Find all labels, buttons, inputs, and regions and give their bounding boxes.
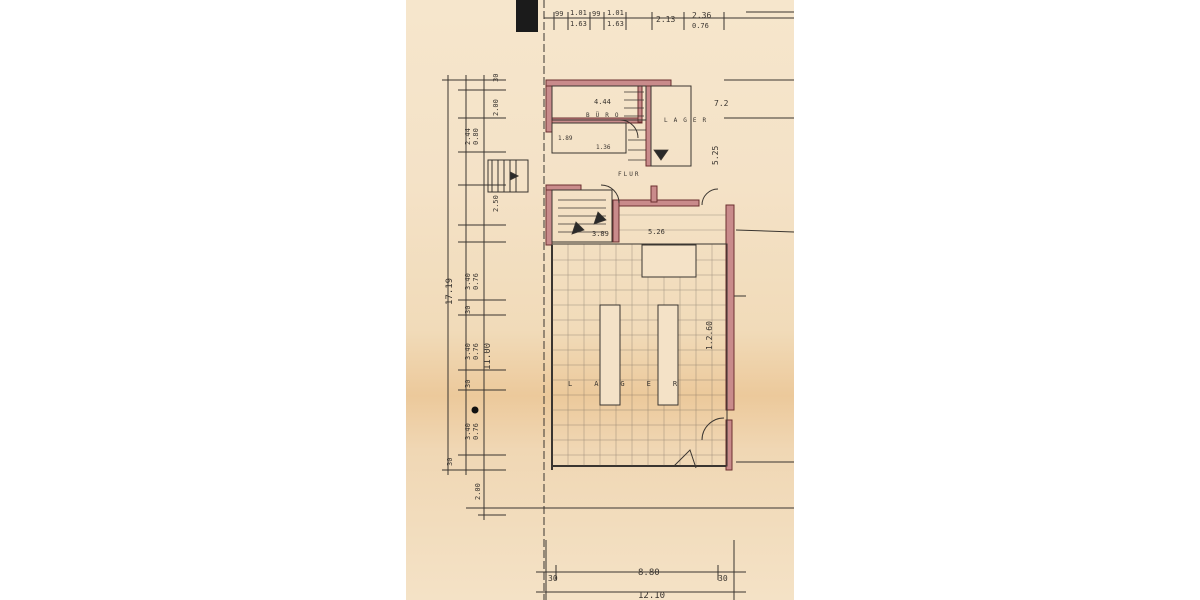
- dim-left-13: 0.76: [472, 423, 480, 440]
- dim-left-1: 30: [492, 74, 500, 82]
- dim-left-7: 0.76: [472, 273, 480, 290]
- floor-plan-drawing: 99 1.01 1.63 99 1.01 1.63 2.13 2.36 0.76: [442, 0, 794, 600]
- entrance-steps: [487, 159, 529, 193]
- stairs: [558, 91, 669, 235]
- top-dimension-chain: [544, 11, 794, 30]
- area-main: 5.26: [648, 228, 665, 236]
- dim-top-4: 99: [592, 10, 600, 18]
- dim-bottom-2: 8.80: [638, 568, 660, 578]
- dim-left-5: 2.50: [492, 195, 500, 212]
- room-label-flur: FLUR: [618, 171, 640, 178]
- dim-top-3: 1.63: [570, 20, 587, 28]
- dim-top-6: 1.63: [607, 20, 624, 28]
- room-outlines: [551, 85, 728, 470]
- dim-bottom-1: 30: [548, 574, 558, 583]
- adjacent-building-lines: [724, 79, 794, 463]
- dim-right-2: 1.2.60: [705, 321, 714, 350]
- dim-left-11: 30: [464, 380, 472, 388]
- dim-top-1: 99: [555, 10, 563, 18]
- dim-top-9: 0.76: [692, 22, 709, 30]
- pin-mark: [471, 406, 479, 414]
- room-label-buero: BÜRO: [586, 112, 624, 119]
- dim-bottom-3: 30: [718, 574, 728, 583]
- floor-plan-sheet: 99 1.01 1.63 99 1.01 1.63 2.13 2.36 0.76: [406, 0, 794, 600]
- dim-left-12: 3.40: [464, 423, 472, 440]
- dim-left-total: 17.19: [445, 278, 455, 305]
- dim-bottom-total: 12.10: [638, 591, 665, 600]
- area-stair-lower: 3.89: [592, 230, 609, 238]
- left-dimension-chain: [442, 75, 506, 520]
- dim-left-8: 30: [464, 306, 472, 314]
- tile-grid: [552, 214, 726, 466]
- dim-left-2: 2.00: [492, 99, 500, 116]
- room-label-lager-top: LAGER: [664, 117, 712, 124]
- dim-left-3: 2.44: [464, 128, 472, 145]
- dim-left-6: 3.40: [464, 273, 472, 290]
- dim-left-4: 0.80: [472, 128, 480, 145]
- area-wc: 1.89: [558, 135, 573, 142]
- area-wc2: 1.36: [596, 144, 611, 151]
- shelves: [599, 244, 697, 406]
- area-right-top: 7.2: [714, 99, 729, 108]
- room-label-lager-main: LAGER: [568, 380, 699, 388]
- dim-top-8: 2.36: [692, 11, 711, 20]
- dim-top-7: 2.13: [656, 15, 675, 24]
- dim-left-15: 2.00: [474, 483, 482, 500]
- dim-left-14: 30: [446, 458, 454, 466]
- area-buero: 4.44: [594, 98, 611, 106]
- dim-left-inner: 11.00: [483, 343, 493, 370]
- bottom-dimension-chain: [466, 507, 794, 600]
- dim-left-9: 3.40: [464, 343, 472, 360]
- dim-top-5: 1.01: [607, 9, 624, 17]
- doors: [600, 119, 725, 469]
- dim-left-10: 0.76: [472, 343, 480, 360]
- tape-mark: [516, 0, 538, 32]
- dim-top-2: 1.01: [570, 9, 587, 17]
- dim-right-1: 5.25: [711, 146, 720, 165]
